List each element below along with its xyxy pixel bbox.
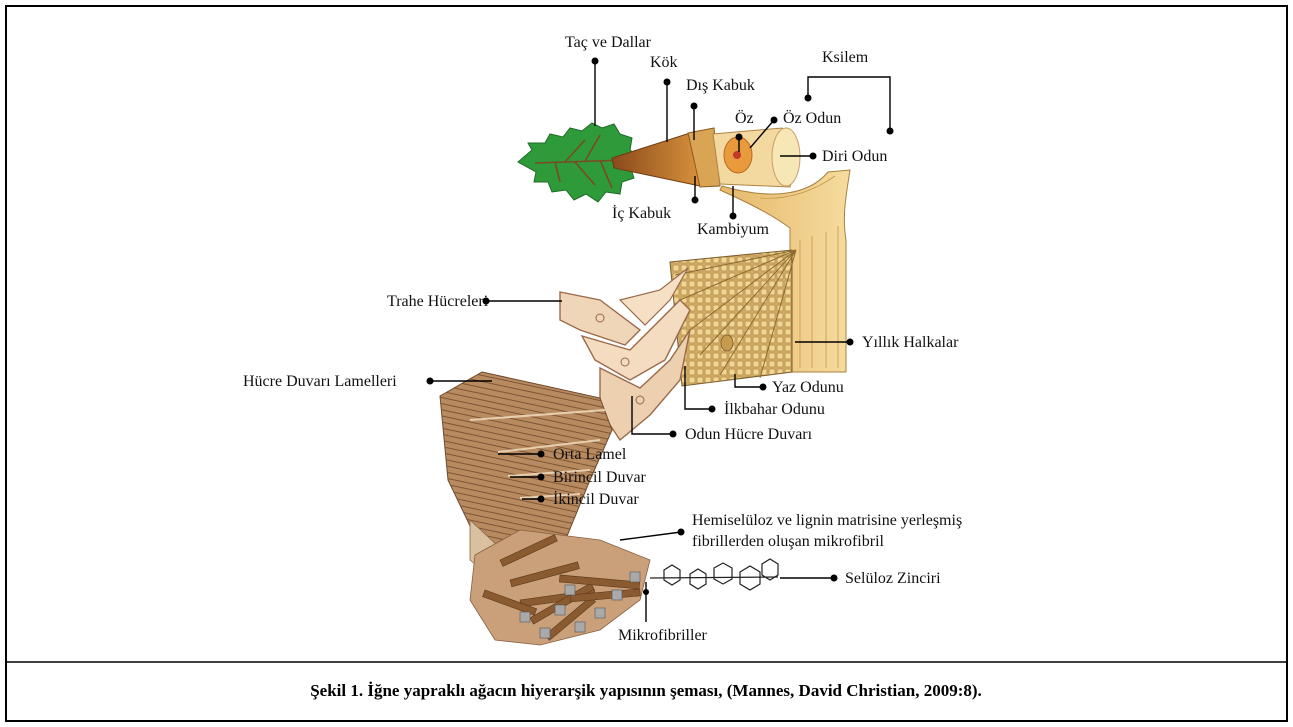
leader-dot xyxy=(887,128,894,135)
leader-dot xyxy=(831,575,838,582)
label-text: Öz Odun xyxy=(783,109,841,127)
label-text: Diri Odun xyxy=(822,148,887,165)
leader-dot xyxy=(810,153,817,160)
label-text: Mikrofibriller xyxy=(618,627,708,644)
label-text-line1: Hemiselüloz ve lignin matrisine yerleşmi… xyxy=(692,512,962,529)
label-text: İç Kabuk xyxy=(612,204,671,222)
leader-dot xyxy=(670,431,677,438)
label-text: Hücre Duvarı Lamelleri xyxy=(243,373,397,390)
leader-dot xyxy=(678,529,685,536)
label-seluloz-zinciri: Selüloz Zinciri xyxy=(780,570,941,587)
resin-canal xyxy=(721,335,733,351)
leader-dot xyxy=(736,134,743,141)
leader-dot xyxy=(427,378,434,385)
label-text: Trahe Hücreleri xyxy=(387,293,489,310)
leader-line xyxy=(620,532,681,540)
label-text: Taç ve Dallar xyxy=(565,34,652,51)
label-text: Dış Kabuk xyxy=(686,77,755,94)
label-trahe-hucreleri: Trahe Hücreleri xyxy=(387,293,562,310)
label-text: Öz xyxy=(735,109,754,127)
label-text: Kök xyxy=(650,54,678,71)
leader-dot xyxy=(538,451,545,458)
label-text-line2: fibrillerden oluşan mikrofibril xyxy=(692,533,885,550)
leader-dot xyxy=(538,496,545,503)
label-text: Kambiyum xyxy=(697,221,770,238)
glucose-ring xyxy=(664,565,680,585)
leader-dot xyxy=(592,58,599,65)
leader-dot xyxy=(483,298,490,305)
sapwood-face xyxy=(772,128,800,186)
figure-caption: Şekil 1. İğne yapraklı ağacın hiyerarşik… xyxy=(310,681,982,700)
label-dis-kabuk: Dış Kabuk xyxy=(686,77,755,140)
label-text: Yıllık Halkalar xyxy=(862,334,959,351)
label-text: İlkbahar Odunu xyxy=(724,400,825,418)
wood-block-illustration xyxy=(670,250,796,386)
glucose-ring xyxy=(714,563,732,584)
glucose-ring xyxy=(740,566,760,590)
wood-block-front xyxy=(670,250,792,386)
leader-dot xyxy=(664,79,671,86)
leader-dot xyxy=(847,339,854,346)
label-text: Orta Lamel xyxy=(553,446,627,463)
label-tac-ve-dallar: Taç ve Dallar xyxy=(565,34,652,126)
leader-dot xyxy=(771,117,778,124)
glucose-ring xyxy=(690,569,706,589)
label-kok: Kök xyxy=(650,54,678,142)
cellulose-chain-illustration xyxy=(650,559,778,590)
label-hemiseluloz: Hemiselüloz ve lignin matrisine yerleşmi… xyxy=(620,512,962,550)
label-text: Yaz Odunu xyxy=(772,379,844,396)
label-text: Selüloz Zinciri xyxy=(845,570,941,587)
leader-dot xyxy=(760,384,767,391)
leader-dot xyxy=(691,103,698,110)
label-text: İkincil Duvar xyxy=(553,490,639,508)
leader-dot xyxy=(538,474,545,481)
leader-dot xyxy=(709,406,716,413)
label-text: Birincil Duvar xyxy=(553,469,647,486)
leader-dot xyxy=(643,589,649,595)
pith-dot xyxy=(733,151,741,159)
leader-dot xyxy=(692,197,699,204)
leader-dot xyxy=(730,213,737,220)
label-text: Odun Hücre Duvarı xyxy=(685,426,813,443)
leader-dot xyxy=(805,95,812,102)
label-text: Ksilem xyxy=(822,49,869,66)
